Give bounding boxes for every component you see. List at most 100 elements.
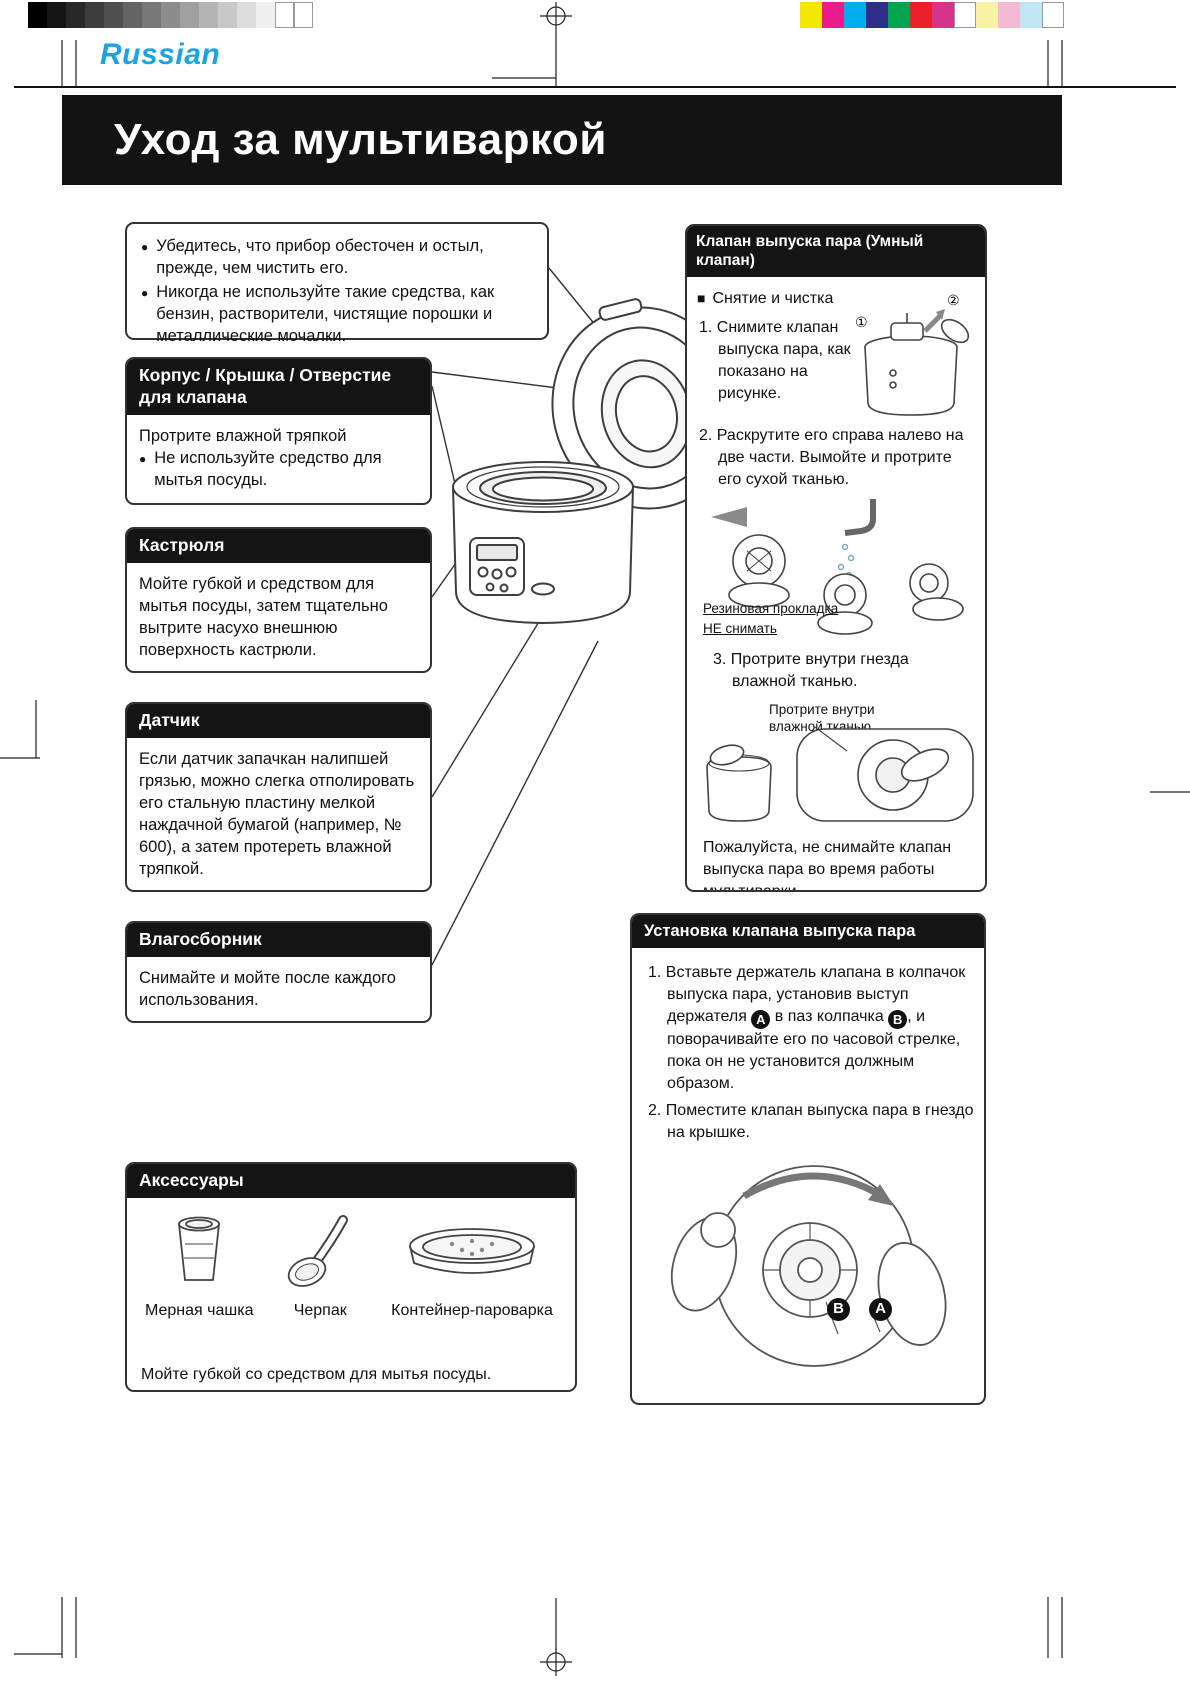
install-step-1: 1. Вставьте держатель клапана в колпачок…	[648, 962, 974, 1095]
page-title-bar: Уход за мультиваркой	[62, 95, 1062, 185]
print-swatch	[844, 2, 866, 28]
print-swatch	[1020, 2, 1042, 28]
wipe-label-line1: Протрите внутри	[769, 701, 875, 717]
print-swatch	[822, 2, 844, 28]
subsection-title: Снятие и чистка	[697, 287, 833, 310]
section-text: Если датчик запачкан налипшей грязью, мо…	[139, 749, 415, 878]
print-swatch	[800, 2, 822, 28]
accessories-note: Мойте губкой со средством для мытья посу…	[141, 1365, 492, 1383]
section-title: Датчик	[127, 704, 430, 738]
print-swatch	[976, 2, 998, 28]
print-swatch	[910, 2, 932, 28]
accessory-measuring-cup: Мерная чашка	[145, 1206, 253, 1322]
steam-step-3: 3. Протрите внутри гнезда влажной тканью…	[713, 650, 909, 690]
figure-mark-2: ②	[947, 292, 960, 308]
page-title: Уход за мультиваркой	[114, 115, 607, 164]
print-swatch	[104, 2, 123, 28]
figure-badge-a: A	[869, 1297, 892, 1321]
bullet-icon	[141, 235, 148, 279]
steam-step-1: 1. Снимите клапан выпуска пара, как пока…	[699, 318, 851, 402]
accessory-label: Контейнер-пароварка	[391, 1301, 553, 1319]
body-lid-bullet-text: Не используйте средство для мытья посуды…	[154, 448, 382, 489]
install-step1-part3: , и поворачивайте его по часовой стрелке…	[667, 1007, 961, 1092]
section-title: Установка клапана выпуска пара	[632, 915, 984, 948]
section-title: Влагосборник	[127, 923, 430, 957]
section-title: Кастрюля	[127, 529, 430, 563]
figure-badge-b: B	[827, 1297, 850, 1321]
language-label: Russian	[100, 38, 221, 71]
install-step-2: 2. Поместите клапан выпуска пара в гнезд…	[648, 1101, 974, 1141]
warning-item: Никогда не используйте такие средства, к…	[141, 281, 533, 347]
print-swatch	[932, 2, 954, 28]
warning-item: Убедитесь, что прибор обесточен и остыл,…	[141, 235, 533, 279]
section-text: Мойте губкой и средством для мытья посуд…	[139, 574, 388, 659]
section-title: Клапан выпуска пара (Умный клапан)	[687, 226, 985, 277]
print-swatch	[85, 2, 104, 28]
steam-step-2: 2. Раскрутите его справа налево на две ч…	[699, 426, 964, 488]
print-swatch	[275, 2, 294, 28]
accessory-label: Мерная чашка	[145, 1301, 254, 1319]
section-steam-valve: Клапан выпуска пара (Умный клапан) Сняти…	[685, 224, 987, 892]
warning-text: Убедитесь, что прибор обесточен и остыл,…	[156, 237, 484, 277]
section-moisture-collector: Влагосборник Снимайте и мойте после кажд…	[125, 921, 432, 1023]
warning-box: Убедитесь, что прибор обесточен и остыл,…	[125, 222, 549, 345]
print-swatch	[142, 2, 161, 28]
warning-text: Никогда не используйте такие средства, к…	[156, 283, 495, 345]
section-valve-install: Установка клапана выпуска пара 1. Вставь…	[630, 913, 986, 1405]
print-swatch	[888, 2, 910, 28]
gasket-note-line2: НЕ снимать	[703, 620, 777, 636]
badge-a-icon: A	[751, 1009, 771, 1029]
section-sensor: Датчик Если датчик запачкан налипшей гря…	[125, 702, 432, 892]
steamer-container-icon	[409, 1227, 535, 1274]
valve-install-body: 1. Вставьте держатель клапана в колпачок…	[632, 948, 984, 1403]
section-body-lid: Корпус / Крышка / Отверстие для клапана …	[125, 357, 432, 505]
print-swatch	[161, 2, 180, 28]
accessories-row: Мерная чашка Черпак	[141, 1204, 561, 1322]
figure-mark-1: ①	[855, 314, 868, 330]
body-lid-line1: Протрите влажной тряпкой	[139, 426, 347, 445]
valve-install-figure	[670, 1164, 947, 1367]
connector-lines	[431, 267, 623, 966]
section-title: Аксессуары	[127, 1164, 575, 1198]
print-swatch	[1042, 2, 1064, 28]
bullet-icon	[141, 281, 148, 347]
wipe-socket-figure	[706, 726, 974, 822]
gasket-note: Резиновая прокладка НЕ снимать	[703, 599, 838, 639]
section-title: Корпус / Крышка / Отверстие для клапана	[127, 359, 430, 415]
top-rule	[14, 86, 1176, 88]
subsection-title-text: Снятие и чистка	[712, 289, 834, 307]
section-accessories: Аксессуары Мерная чашка	[125, 1162, 577, 1392]
print-swatch	[199, 2, 218, 28]
print-swatch	[256, 2, 275, 28]
valve-washing-figure	[711, 498, 964, 635]
print-swatch	[47, 2, 66, 28]
ladle-icon	[288, 1214, 349, 1287]
section-text: Снимайте и мойте после каждого использов…	[139, 968, 396, 1009]
install-step1-part2: в паз колпачка	[770, 1007, 889, 1025]
accessory-ladle: Черпак	[275, 1206, 365, 1322]
accessories-body: Мерная чашка Черпак	[127, 1198, 575, 1390]
section-pot: Кастрюля Мойте губкой и средством для мы…	[125, 527, 432, 673]
square-bullet-icon	[697, 287, 705, 310]
install-step1-part1: 1. Вставьте держатель клапана в колпачок…	[648, 963, 966, 1025]
print-color-bar	[800, 2, 1064, 28]
print-swatch	[218, 2, 237, 28]
body-lid-bullet: Не используйте средство для мытья посуды…	[139, 447, 418, 491]
print-grayscale-bar	[28, 2, 313, 28]
gasket-note-line1: Резиновая прокладка	[703, 600, 839, 616]
steam-valve-body: Снятие и чистка 1. Снимите клапан выпуск…	[687, 277, 985, 892]
accessory-label: Черпак	[293, 1301, 347, 1319]
section-text: Протрите влажной тряпкой Не используйте …	[127, 415, 430, 503]
measuring-cup-icon	[178, 1216, 221, 1281]
print-swatch	[237, 2, 256, 28]
print-swatch	[28, 2, 47, 28]
print-swatch	[294, 2, 313, 28]
accessory-steamer: Контейнер-пароварка	[387, 1206, 557, 1322]
print-swatch	[66, 2, 85, 28]
valve-removal-figure: ① ②	[855, 292, 970, 416]
print-swatch	[123, 2, 142, 28]
print-swatch	[866, 2, 888, 28]
print-swatch	[954, 2, 976, 28]
steam-valve-warning: Пожалуйста, не снимайте клапан выпуска п…	[703, 838, 952, 892]
